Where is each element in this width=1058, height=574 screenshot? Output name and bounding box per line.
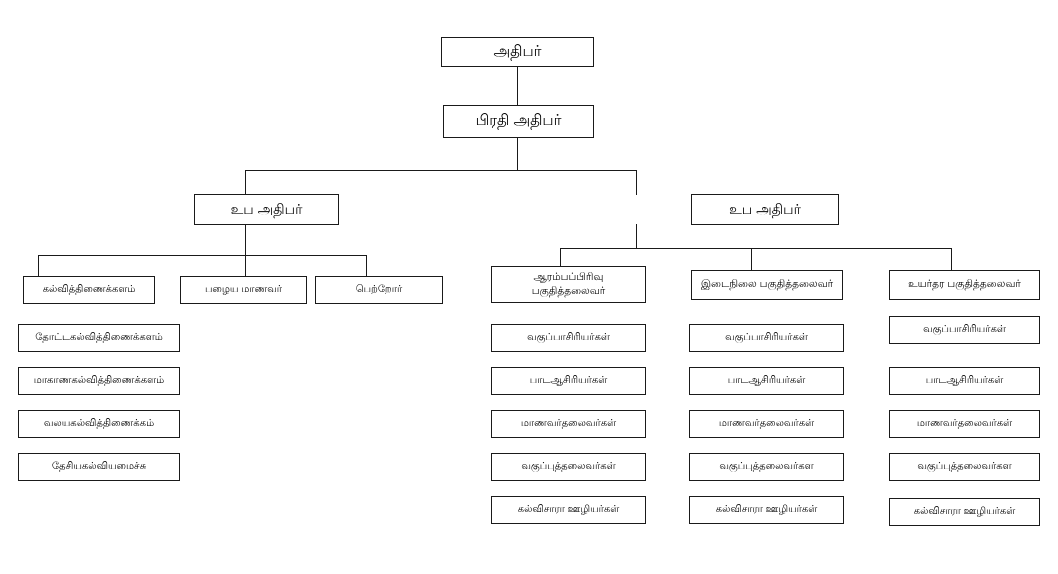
node-primary-item-3[interactable]: மாணவர்தலைவர்கள் (491, 410, 646, 438)
node-section-head-secondary-line1: இடைநிலை பகுதித்தலைவர் (700, 278, 834, 291)
node-left-stack-1[interactable]: தோட்டகல்வித்திணைக்களம் (18, 324, 180, 352)
connector-bus-to-left-branch (245, 170, 246, 195)
node-vice-principal-right[interactable]: உப அதிபர் (691, 194, 839, 225)
node-left-stack-2-label: மாகாணகல்வித்திணைக்களம் (33, 374, 165, 386)
connector-right-col-2 (751, 248, 752, 270)
node-left-stack-3[interactable]: வலயகல்வித்திணைக்கம் (18, 410, 180, 438)
node-left-child-1-label: கல்வித்திணைக்களம் (42, 283, 136, 295)
node-left-stack-1-label: தோட்டகல்வித்திணைக்களம் (35, 331, 163, 343)
node-advanced-item-2[interactable]: பாடஆசிரியர்கள் (889, 367, 1040, 395)
connector-left-child-3 (366, 255, 367, 276)
node-section-head-advanced-line1: உயர்தர பகுதித்தலைவர் (908, 278, 1021, 291)
node-vice-principal-right-label: உப அதிபர் (729, 200, 801, 217)
node-secondary-item-5-label: கல்விசாரா ஊழியர்கள் (715, 503, 818, 515)
node-section-head-secondary[interactable]: இடைநிலை பகுதித்தலைவர் (691, 270, 843, 300)
node-secondary-item-3-label: மாணவர்தலைவர்கள் (718, 417, 815, 429)
node-vice-principal-left-label: உப அதிபர் (230, 200, 303, 217)
node-section-head-primary[interactable]: ஆரம்பப்பிரிவு பகுதித்தலைவர் (491, 266, 646, 303)
node-advanced-item-4-label: வகுப்புத்தலைவர்கள (917, 460, 1012, 472)
connector-right-col-1 (560, 248, 561, 266)
connector-left-branch-down (245, 224, 246, 255)
node-secondary-item-1[interactable]: வகுப்பாசிரியர்கள் (689, 324, 844, 352)
node-advanced-item-1-label: வகுப்பாசிரியர்கள் (923, 323, 1006, 335)
node-primary-item-2-label: பாடஆசிரியர்கள் (529, 374, 608, 386)
connector-right-branch-down (636, 224, 637, 248)
node-primary-item-5-label: கல்விசாரா ஊழியர்கள் (517, 503, 620, 515)
connector-left-child-2 (245, 255, 246, 276)
connector-bus-to-right-branch (636, 170, 637, 195)
node-advanced-item-2-label: பாடஆசிரியர்கள் (925, 374, 1004, 386)
node-primary-item-4-label: வகுப்புத்தலைவர்கள் (521, 460, 616, 472)
node-principal[interactable]: அதிபர் (441, 37, 594, 67)
node-advanced-item-3[interactable]: மாணவர்தலைவர்கள் (889, 410, 1040, 438)
node-secondary-item-5[interactable]: கல்விசாரா ஊழியர்கள் (689, 496, 844, 524)
node-advanced-item-1[interactable]: வகுப்பாசிரியர்கள் (889, 316, 1040, 344)
node-secondary-item-4[interactable]: வகுப்புத்தலைவர்கள (689, 453, 844, 481)
node-advanced-item-4[interactable]: வகுப்புத்தலைவர்கள (889, 453, 1040, 481)
node-section-head-advanced[interactable]: உயர்தர பகுதித்தலைவர் (889, 270, 1040, 300)
node-primary-item-5[interactable]: கல்விசாரா ஊழியர்கள் (491, 496, 646, 524)
node-advanced-item-3-label: மாணவர்தலைவர்கள் (916, 417, 1013, 429)
node-left-stack-4[interactable]: தேசியகல்வியமைச்சு (18, 453, 180, 481)
connector-deputy-down (517, 137, 518, 170)
node-left-stack-3-label: வலயகல்வித்திணைக்கம் (43, 417, 155, 429)
node-secondary-item-2-label: பாடஆசிரியர்கள் (727, 374, 806, 386)
node-advanced-item-5[interactable]: கல்விசாரா ஊழியர்கள் (889, 498, 1040, 526)
node-left-child-alumni[interactable]: பழைய மாணவர் (180, 276, 307, 304)
node-primary-item-3-label: மாணவர்தலைவர்கள் (520, 417, 617, 429)
node-deputy-principal-label: பிரதி அதிபர் (475, 112, 562, 130)
node-advanced-item-5-label: கல்விசாரா ஊழியர்கள் (913, 505, 1016, 517)
connector-right-col-3 (951, 248, 952, 270)
node-left-child-parents[interactable]: பெற்றோர் (315, 276, 443, 304)
node-deputy-principal[interactable]: பிரதி அதிபர் (443, 105, 594, 138)
node-left-child-2-label: பழைய மாணவர் (204, 283, 283, 295)
node-left-stack-4-label: தேசியகல்வியமைச்சு (51, 460, 147, 472)
node-section-head-primary-line2: பகுதித்தலைவர் (531, 284, 606, 297)
node-section-head-primary-line1: ஆரம்பப்பிரிவு (533, 271, 604, 284)
connector-right-fanout-bus (560, 248, 951, 249)
node-left-child-3-label: பெற்றோர் (355, 283, 403, 295)
node-primary-item-1-label: வகுப்பாசிரியர்கள் (527, 331, 610, 343)
node-primary-item-1[interactable]: வகுப்பாசிரியர்கள் (491, 324, 646, 352)
connector-root-to-deputy (517, 66, 518, 105)
node-principal-label: அதிபர் (493, 42, 542, 60)
node-secondary-item-3[interactable]: மாணவர்தலைவர்கள் (689, 410, 844, 438)
node-secondary-item-2[interactable]: பாடஆசிரியர்கள் (689, 367, 844, 395)
node-left-child-education-department[interactable]: கல்வித்திணைக்களம் (23, 276, 155, 304)
node-secondary-item-4-label: வகுப்புத்தலைவர்கள (719, 460, 814, 472)
connector-left-child-1 (38, 255, 39, 276)
node-secondary-item-1-label: வகுப்பாசிரியர்கள் (725, 331, 808, 343)
node-primary-item-2[interactable]: பாடஆசிரியர்கள் (491, 367, 646, 395)
node-vice-principal-left[interactable]: உப அதிபர் (194, 194, 339, 225)
connector-left-fanout-bus (38, 255, 367, 256)
connector-branch-bus (245, 170, 637, 171)
node-primary-item-4[interactable]: வகுப்புத்தலைவர்கள் (491, 453, 646, 481)
node-left-stack-2[interactable]: மாகாணகல்வித்திணைக்களம் (18, 367, 180, 395)
